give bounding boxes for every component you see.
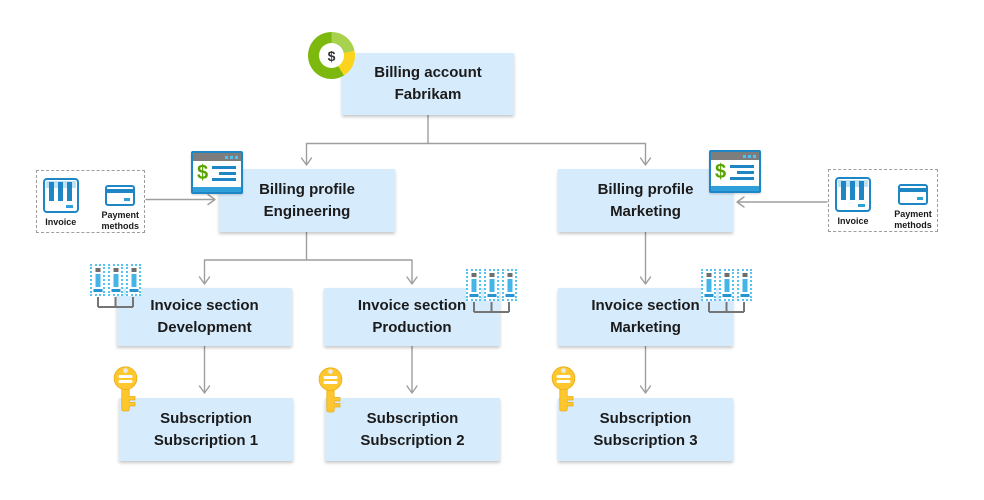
invoice-glyph <box>484 269 499 301</box>
node-name-label: Subscription 1 <box>153 431 259 449</box>
node-billing-profile-marketing: Billing profile Marketing <box>558 169 733 232</box>
stack-bracket <box>473 302 510 313</box>
node-name-label: Marketing <box>610 202 681 220</box>
payment-methods-label: Payment methods <box>894 209 932 230</box>
window-footer <box>711 186 759 191</box>
card-dash <box>917 197 923 200</box>
invoice-glyph <box>108 264 123 296</box>
invoice-glyph <box>466 269 481 301</box>
invoice-label: Invoice <box>45 217 77 227</box>
subscription-key-icon-3 <box>551 366 576 412</box>
left-invoice-payment-panel: Invoice Payment methods <box>36 170 145 233</box>
node-type-label: Invoice section <box>357 297 467 315</box>
window-footer <box>193 187 241 192</box>
invoice-glyph <box>90 264 105 296</box>
node-type-label: Invoice section <box>150 297 259 315</box>
node-name-label: Engineering <box>263 202 351 220</box>
invoice-icon <box>42 178 79 213</box>
payment-methods-icon <box>898 184 928 205</box>
arrowhead-down-icon <box>198 385 211 394</box>
payment-methods-block: Payment methods <box>889 177 937 231</box>
node-name-label: Fabrikam <box>394 86 462 103</box>
subscription-key-icon-1 <box>113 366 138 412</box>
node-subscription-2: Subscription Subscription 2 <box>325 398 500 461</box>
arrowhead-down-icon <box>639 385 652 394</box>
dollar-sign: $ <box>197 162 209 184</box>
text-lines <box>212 165 236 181</box>
node-billing-account: Billing account Fabrikam <box>342 53 514 115</box>
stack-bracket <box>708 302 745 313</box>
card-dash <box>124 198 131 201</box>
billing-profile-window-icon-engineering: $ <box>191 151 243 194</box>
billing-profile-window-icon-marketing: $ <box>709 150 761 193</box>
arrowhead-down-icon <box>198 276 211 285</box>
right-invoice-payment-panel: Invoice Payment methods <box>828 169 938 232</box>
node-invoice-section-development: Invoice section Development <box>117 288 292 346</box>
node-billing-profile-engineering: Billing profile Engineering <box>219 169 395 232</box>
invoice-stack-icon-marketing <box>701 269 752 316</box>
invoice-glyph <box>719 269 734 301</box>
arrowhead-right-icon <box>207 193 216 206</box>
invoice-glyph <box>502 269 517 301</box>
invoice-icon-dash <box>858 204 865 207</box>
billing-account-dollar-donut-icon: $ <box>308 32 355 79</box>
node-invoice-section-production: Invoice section Production <box>324 288 500 346</box>
payment-methods-icon <box>105 185 136 206</box>
node-subscription-3: Subscription Subscription 3 <box>558 398 733 461</box>
window-titlebar <box>193 153 241 161</box>
invoice-block: Invoice <box>829 177 877 227</box>
node-type-label: Subscription <box>366 409 459 427</box>
arrowhead-down-icon <box>639 157 652 166</box>
dollar-sign: $ <box>319 43 344 68</box>
text-lines <box>730 164 754 180</box>
payment-methods-label: Payment methods <box>101 210 140 231</box>
node-name-label: Subscription 2 <box>360 431 465 449</box>
invoice-glyph <box>737 269 752 301</box>
arrowhead-down-icon <box>406 276 418 285</box>
node-type-label: Billing account <box>374 64 482 82</box>
invoice-stack-icon-development <box>90 264 141 311</box>
node-name-label: Development <box>157 319 252 336</box>
invoice-icon <box>835 177 871 212</box>
node-type-label: Subscription <box>599 409 692 427</box>
arrowhead-left-icon <box>736 196 745 208</box>
arrowhead-down-icon <box>639 276 652 285</box>
node-type-label: Subscription <box>160 409 252 427</box>
invoice-stack-icon-production <box>466 269 517 316</box>
stack-bracket <box>97 297 134 308</box>
card-stripe <box>107 189 134 193</box>
window-titlebar <box>711 152 759 160</box>
node-name-label: Production <box>372 319 452 336</box>
subscription-key-icon-2 <box>318 367 343 413</box>
invoice-block: Invoice <box>37 178 85 228</box>
dollar-sign: $ <box>715 161 727 183</box>
node-name-label: Marketing <box>610 319 681 336</box>
node-type-label: Invoice section <box>591 297 700 315</box>
invoice-icon-dash <box>65 205 73 208</box>
node-subscription-1: Subscription Subscription 1 <box>119 398 293 461</box>
node-type-label: Billing profile <box>259 180 355 198</box>
arrowhead-down-icon <box>300 157 313 166</box>
payment-methods-block: Payment methods <box>97 178 145 232</box>
connector-engineering-to-sections <box>203 231 413 284</box>
invoice-glyph <box>701 269 716 301</box>
node-name-label: Subscription 3 <box>593 431 698 449</box>
arrowhead-down-icon <box>406 385 418 394</box>
connector-account-to-profiles <box>305 114 647 165</box>
card-stripe <box>900 188 926 192</box>
invoice-label: Invoice <box>837 216 869 226</box>
invoice-glyph <box>126 264 141 296</box>
node-type-label: Billing profile <box>597 180 694 198</box>
